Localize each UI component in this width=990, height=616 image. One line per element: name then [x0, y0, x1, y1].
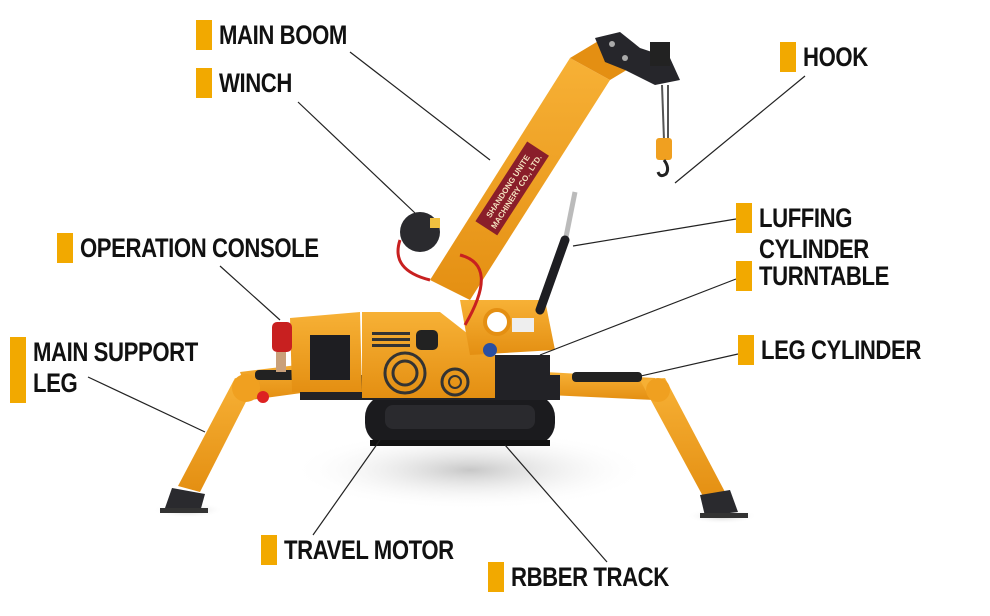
label-luffing-cylinder: LUFFING CYLINDER — [736, 203, 990, 265]
accent-bar — [736, 261, 752, 291]
accent-bar — [196, 68, 212, 98]
label-travel-motor: TRAVEL MOTOR — [261, 535, 491, 566]
leader-line-rubber-track — [504, 444, 608, 563]
accent-bar — [196, 20, 212, 50]
label-main-boom: MAIN BOOM — [196, 20, 375, 51]
hook-assembly — [656, 84, 672, 178]
rubber-track — [365, 395, 555, 446]
leader-line-travel-motor — [312, 439, 381, 536]
operation-console — [272, 322, 292, 372]
label-hook: HOOK — [780, 42, 882, 73]
leader-line-main-boom — [349, 51, 491, 161]
luffing-cylinder — [535, 191, 578, 315]
label-leg-cylinder: LEG CYLINDER — [738, 335, 956, 366]
label-text: HOOK — [803, 42, 868, 72]
engine-cover — [290, 312, 495, 398]
label-text: OPERATION CONSOLE — [80, 233, 319, 263]
leader-line-main-support-leg — [87, 376, 206, 433]
label-text: WINCH — [219, 68, 292, 98]
label-text: RBBER TRACK — [511, 562, 669, 592]
label-text: MAIN SUPPORT LEG — [33, 337, 198, 398]
accent-bar — [488, 562, 504, 592]
accent-bar — [57, 233, 73, 263]
accent-bar — [736, 203, 752, 233]
label-winch: WINCH — [196, 68, 308, 99]
right-support-leg — [545, 372, 748, 518]
leader-lines — [87, 51, 806, 563]
leader-line-operation-console — [219, 265, 281, 321]
leader-line-luffing-cylinder — [572, 218, 737, 247]
turntable — [460, 300, 555, 400]
accent-bar — [780, 42, 796, 72]
label-operation-console: OPERATION CONSOLE — [57, 233, 371, 264]
label-rubber-track: RBBER TRACK — [488, 562, 704, 593]
label-text: MAIN BOOM — [219, 20, 347, 50]
label-text: TRAVEL MOTOR — [284, 535, 454, 565]
label-main-support-leg: MAIN SUPPORT LEG — [10, 337, 234, 403]
accent-bar — [738, 335, 754, 365]
leader-line-turntable — [539, 278, 737, 356]
label-turntable: TURNTABLE — [736, 261, 917, 292]
winch — [396, 212, 483, 326]
label-text: LEG CYLINDER — [761, 335, 921, 365]
leader-line-winch — [297, 101, 416, 214]
label-text: LUFFING CYLINDER — [759, 203, 869, 264]
leader-line-hook — [674, 75, 806, 184]
accent-bar — [261, 535, 277, 565]
leader-line-leg-cylinder — [631, 353, 739, 379]
label-text: TURNTABLE — [759, 261, 889, 291]
accent-bar — [10, 337, 26, 403]
ground-shadow — [290, 430, 650, 510]
